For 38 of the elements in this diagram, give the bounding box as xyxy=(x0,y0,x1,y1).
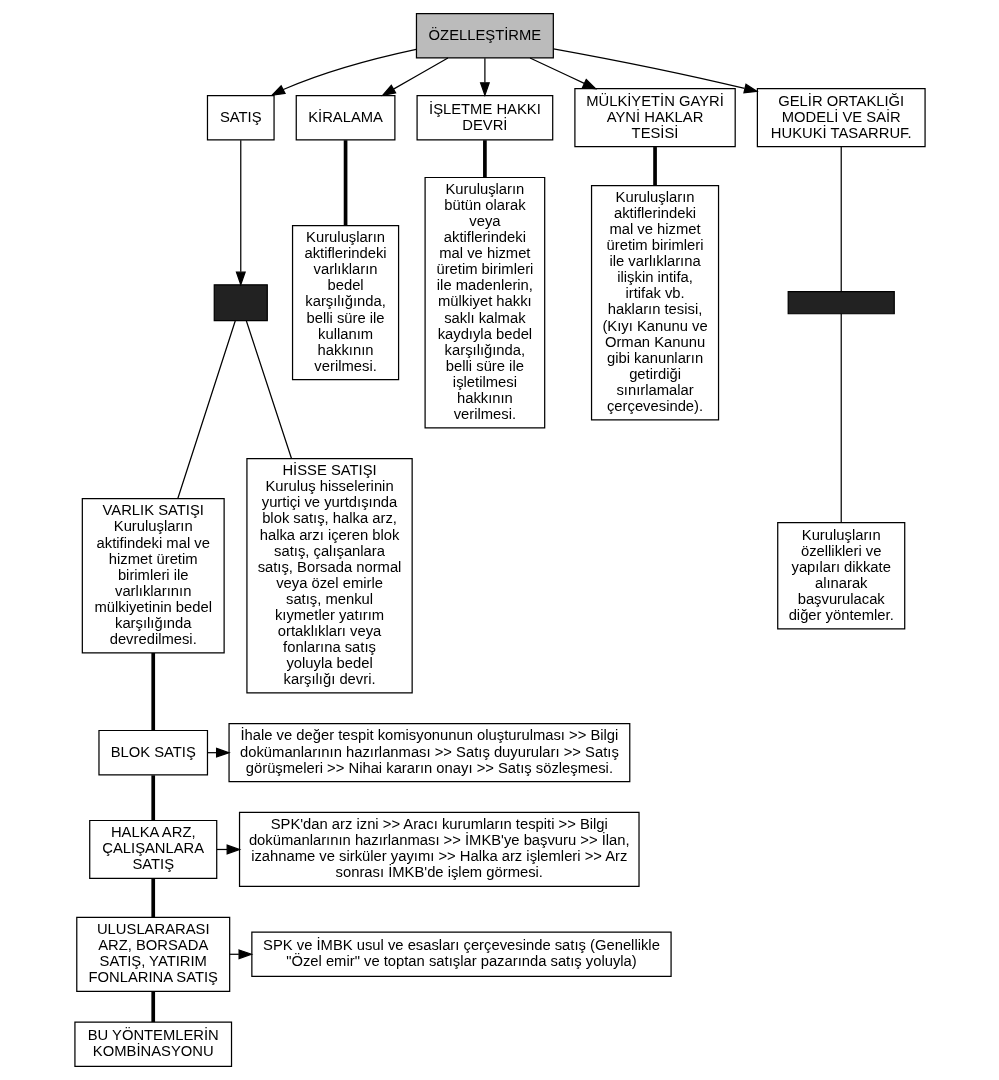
arrow xyxy=(528,57,597,90)
node-box: ULUSLARARASI ARZ, BORSADA SATIŞ, YATIRIM FONLARINA SATIŞ xyxy=(75,916,230,992)
connector xyxy=(840,146,842,292)
node-box: BU YÖNTEMLERİN KOMBİNASYONU xyxy=(73,1021,232,1068)
connector xyxy=(840,313,842,523)
node-box xyxy=(213,284,268,322)
node-box: İhale ve değer tespit komisyonunun oluşturulması >> Bilgi dokümanlarının hazırlanması >> Satış duyuruları >> Satış görüşmeleri >> Nihai kararın onayı >> Satış sözleşmesi. xyxy=(227,723,630,783)
connector xyxy=(176,320,236,500)
arrow xyxy=(269,48,417,97)
connector xyxy=(150,653,155,731)
connector xyxy=(150,878,155,918)
node-box: İŞLETME HAKKI DEVRİ xyxy=(415,94,553,141)
node-box: GELİR ORTAKLIĞI MODELİ VE SAİR HUKUKİ TASARRUF. xyxy=(756,88,926,148)
node-box: SATIŞ xyxy=(206,94,275,141)
node-box: ÖZELLEŞTİRME xyxy=(415,12,554,59)
arrow xyxy=(380,57,449,97)
node-box: SPK ve İMBK usul ve esasları çerçevesinde satış (Genellikle "Özel emir" ve toptan satışlar pazarında satış yoluyla) xyxy=(250,931,672,978)
node-box: KİRALAMA xyxy=(295,94,395,141)
node-box: SPK'dan arz izni >> Aracı kurumların tespiti >> Bilgi dokümanlarının hazırlanması >> İMKB'ye başvuru >> İlan, izahname ve sirküler yayımı >> Halka arz işlemleri >> Arz sonrası İMKB'de işlem görmesi. xyxy=(238,811,640,888)
arrow xyxy=(235,139,246,287)
node-box: Kuruluşların özellikleri ve yapıları dikkate alınarak başvurulacak diğer yöntemler. xyxy=(776,522,905,630)
arrow xyxy=(479,57,490,97)
node-box: BLOK SATIŞ xyxy=(97,729,208,776)
node-box: MÜLKİYETİN GAYRİ AYNİ HAKLAR TESİSİ xyxy=(573,88,736,148)
node-box: VARLIK SATIŞI Kuruluşların aktifindeki mal ve hizmet üretim birimleri ile varlıklarının mülkiyetinin bedel karşılığında devredilmesi. xyxy=(81,498,225,654)
connector xyxy=(343,140,347,226)
node-box: HİSSE SATIŞI Kuruluş hisselerinin yurtiçi ve yurtdışında blok satış, halka arz, halka arzı içeren blok satış, çalışanlara satış, Borsada normal veya özel emirle satış, menkul kıymetler yatırım ortaklıkları veya fonlarına satış yoluyla bedel karşılığı devri. xyxy=(245,458,413,694)
connector xyxy=(150,775,155,821)
arrow xyxy=(552,48,759,94)
node-box: Kuruluşların aktiflerindeki varlıkların bedel karşılığında, belli süre ile kullanım hakkının verilmesi. xyxy=(291,224,399,381)
connector xyxy=(652,147,657,186)
node-box: Kuruluşların bütün olarak veya aktiflerindeki mal ve hizmet üretim birimleri ile madenlerin, mülkiyet hakkı saklı kalmak kaydıyla bedel karşılığında, belli süre ile işletilmesi hakkının verilmesi. xyxy=(424,176,545,429)
connector xyxy=(482,140,487,178)
node-box: Kuruluşların aktiflerindeki mal ve hizmet üretim birimleri ile varlıklarına ilişkin intifa, irtifak vb. hakların tesisi, (Kıyı Kanunu ve Orman Kanunu gibi kanunların getirdiği sınırlamalar çerçevesinde). xyxy=(590,184,719,421)
connector xyxy=(245,320,292,459)
node-bar xyxy=(787,290,895,315)
node-box: HALKA ARZ, ÇALIŞANLARA SATIŞ xyxy=(88,819,217,880)
connector xyxy=(150,991,155,1023)
